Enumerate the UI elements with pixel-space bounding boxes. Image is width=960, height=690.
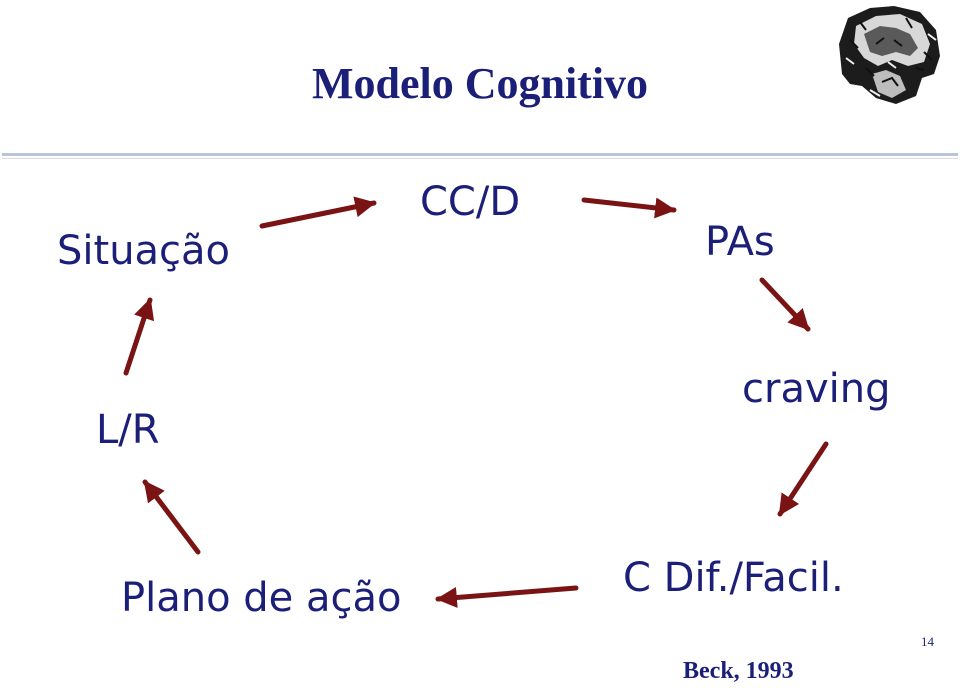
node-craving: craving (742, 366, 891, 412)
citation: Beck, 1993 (683, 658, 794, 684)
arrow-pas-to-craving (759, 277, 811, 332)
node-lr: L/R (96, 407, 160, 453)
node-situacao: Situação (57, 228, 231, 274)
page-number: 14 (921, 634, 934, 649)
node-pas: PAs (705, 219, 775, 265)
arrow-plano-to-lr (142, 479, 201, 555)
node-plano: Plano de ação (121, 575, 402, 621)
arrow-cdif-to-plano (435, 585, 579, 608)
arrow-craving-to-cdif (777, 441, 829, 517)
arrow-lr-to-situacao (123, 297, 155, 376)
arrow-ccd-to-pas (581, 197, 677, 219)
node-cdif: C Dif./Facil. (623, 555, 844, 601)
engraved-face-logo (839, 6, 940, 104)
title-rule (2, 153, 958, 156)
title-rule-thin (2, 158, 958, 159)
node-ccd: CC/D (420, 179, 521, 225)
page-title: Modelo Cognitivo (311, 59, 649, 108)
arrow-situacao-to-ccd (259, 196, 377, 229)
